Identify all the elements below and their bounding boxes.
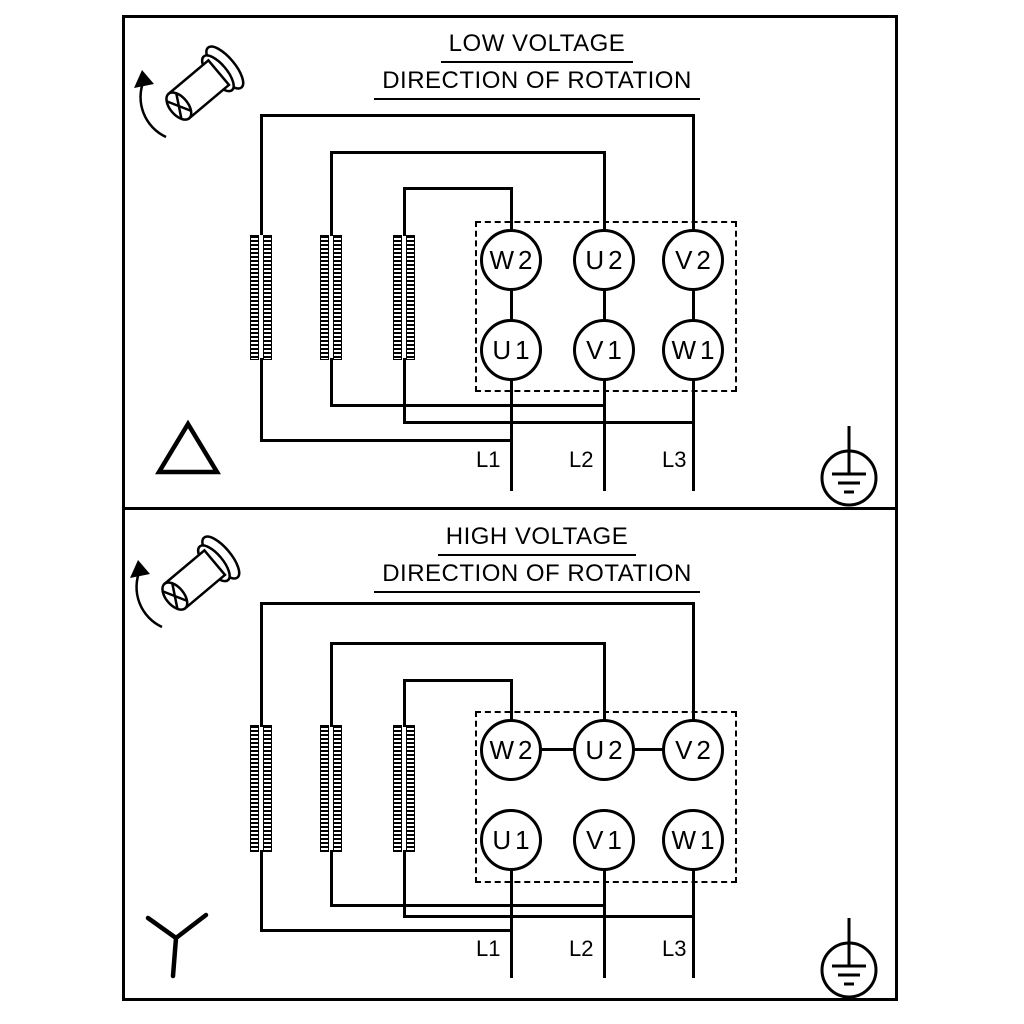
coil-hatch — [393, 725, 402, 852]
star-connection-icon — [145, 912, 209, 979]
wire-segment — [403, 850, 406, 918]
coil-hatch — [320, 725, 329, 852]
coil-hatch — [333, 725, 342, 852]
wire-segment — [260, 602, 263, 727]
terminal-w2: W2 — [480, 229, 542, 291]
protective-earth-icon — [820, 426, 878, 507]
supply-wire-l1 — [510, 869, 513, 978]
wire-segment — [403, 187, 406, 236]
wire-segment — [330, 642, 333, 727]
wire-segment — [603, 642, 606, 721]
shaft-rotation-icon — [134, 45, 245, 139]
terminal-u1: U1 — [480, 319, 542, 381]
supply-line-label-l1: L1 — [476, 447, 501, 472]
terminal-v1: V1 — [573, 809, 635, 871]
terminal-link — [603, 289, 606, 321]
wire-segment — [403, 915, 695, 918]
coil-hatch — [393, 235, 402, 360]
coil-hatch — [250, 235, 259, 360]
wire-segment — [330, 151, 333, 236]
wire-segment — [260, 439, 513, 442]
wire-segment — [330, 404, 606, 407]
terminal-link — [510, 289, 513, 321]
wire-segment — [260, 114, 695, 117]
supply-wire-l3 — [692, 379, 695, 491]
coil-hatch — [406, 725, 415, 852]
winding-coil — [393, 235, 415, 360]
wire-segment — [260, 929, 513, 932]
wire-segment — [260, 850, 263, 932]
winding-coil — [393, 725, 415, 852]
shaft-rotation-icon — [130, 535, 241, 629]
coil-hatch — [320, 235, 329, 360]
wire-segment — [330, 850, 333, 907]
supply-line-label-l2: L2 — [569, 447, 594, 472]
terminal-board-outline — [475, 221, 737, 392]
star-bridge-link — [635, 748, 663, 751]
direction-of-rotation-label: DIRECTION OF ROTATION — [374, 67, 700, 100]
winding-coil — [320, 725, 342, 852]
panel-title: LOW VOLTAGE — [148, 30, 926, 63]
terminal-u1: U1 — [480, 809, 542, 871]
wire-segment — [330, 904, 606, 907]
wire-segment — [260, 602, 695, 605]
wire-segment — [692, 114, 695, 231]
wire-segment — [603, 151, 606, 231]
terminal-u2: U2 — [573, 719, 635, 781]
wire-segment — [403, 679, 513, 682]
wire-segment — [403, 679, 406, 727]
supply-wire-l2 — [603, 379, 606, 491]
wire-segment — [510, 679, 513, 721]
wire-segment — [403, 421, 695, 424]
panel-title: HIGH VOLTAGE — [148, 523, 926, 556]
terminal-u2: U2 — [573, 229, 635, 291]
low-voltage-title: LOW VOLTAGE — [440, 30, 634, 63]
delta-connection-icon — [155, 419, 221, 475]
coil-hatch — [250, 725, 259, 852]
supply-wire-l1 — [510, 379, 513, 491]
star-bridge-link — [542, 748, 574, 751]
coil-hatch — [406, 235, 415, 360]
direction-of-rotation-label: DIRECTION OF ROTATION — [374, 560, 700, 593]
supply-line-label-l3: L3 — [662, 936, 687, 961]
terminal-v2: V2 — [662, 719, 724, 781]
supply-wire-l3 — [692, 869, 695, 978]
supply-wire-l2 — [603, 869, 606, 978]
protective-earth-icon — [820, 918, 878, 999]
wire-segment — [510, 187, 513, 231]
supply-line-label-l2: L2 — [569, 936, 594, 961]
terminal-v1: V1 — [573, 319, 635, 381]
wire-segment — [260, 358, 263, 442]
terminal-link — [692, 289, 695, 321]
winding-coil — [320, 235, 342, 360]
wire-segment — [330, 642, 606, 645]
wire-segment — [260, 114, 263, 235]
wire-segment — [403, 187, 513, 190]
panel-subtitle: DIRECTION OF ROTATION — [148, 560, 926, 593]
wire-segment — [330, 358, 333, 407]
panel-subtitle: DIRECTION OF ROTATION — [148, 67, 926, 100]
terminal-v2: V2 — [662, 229, 724, 291]
terminal-w1: W1 — [662, 319, 724, 381]
wire-segment — [330, 151, 606, 154]
terminal-w2: W2 — [480, 719, 542, 781]
wire-segment — [403, 358, 406, 424]
terminal-w1: W1 — [662, 809, 724, 871]
coil-hatch — [263, 235, 272, 360]
winding-coil — [250, 725, 272, 852]
panel-divider — [122, 507, 898, 510]
terminal-board-outline — [475, 711, 737, 883]
wire-segment — [692, 602, 695, 721]
high-voltage-title: HIGH VOLTAGE — [437, 523, 637, 556]
supply-line-label-l3: L3 — [662, 447, 687, 472]
coil-hatch — [263, 725, 272, 852]
supply-line-label-l1: L1 — [476, 936, 501, 961]
winding-coil — [250, 235, 272, 360]
coil-hatch — [333, 235, 342, 360]
